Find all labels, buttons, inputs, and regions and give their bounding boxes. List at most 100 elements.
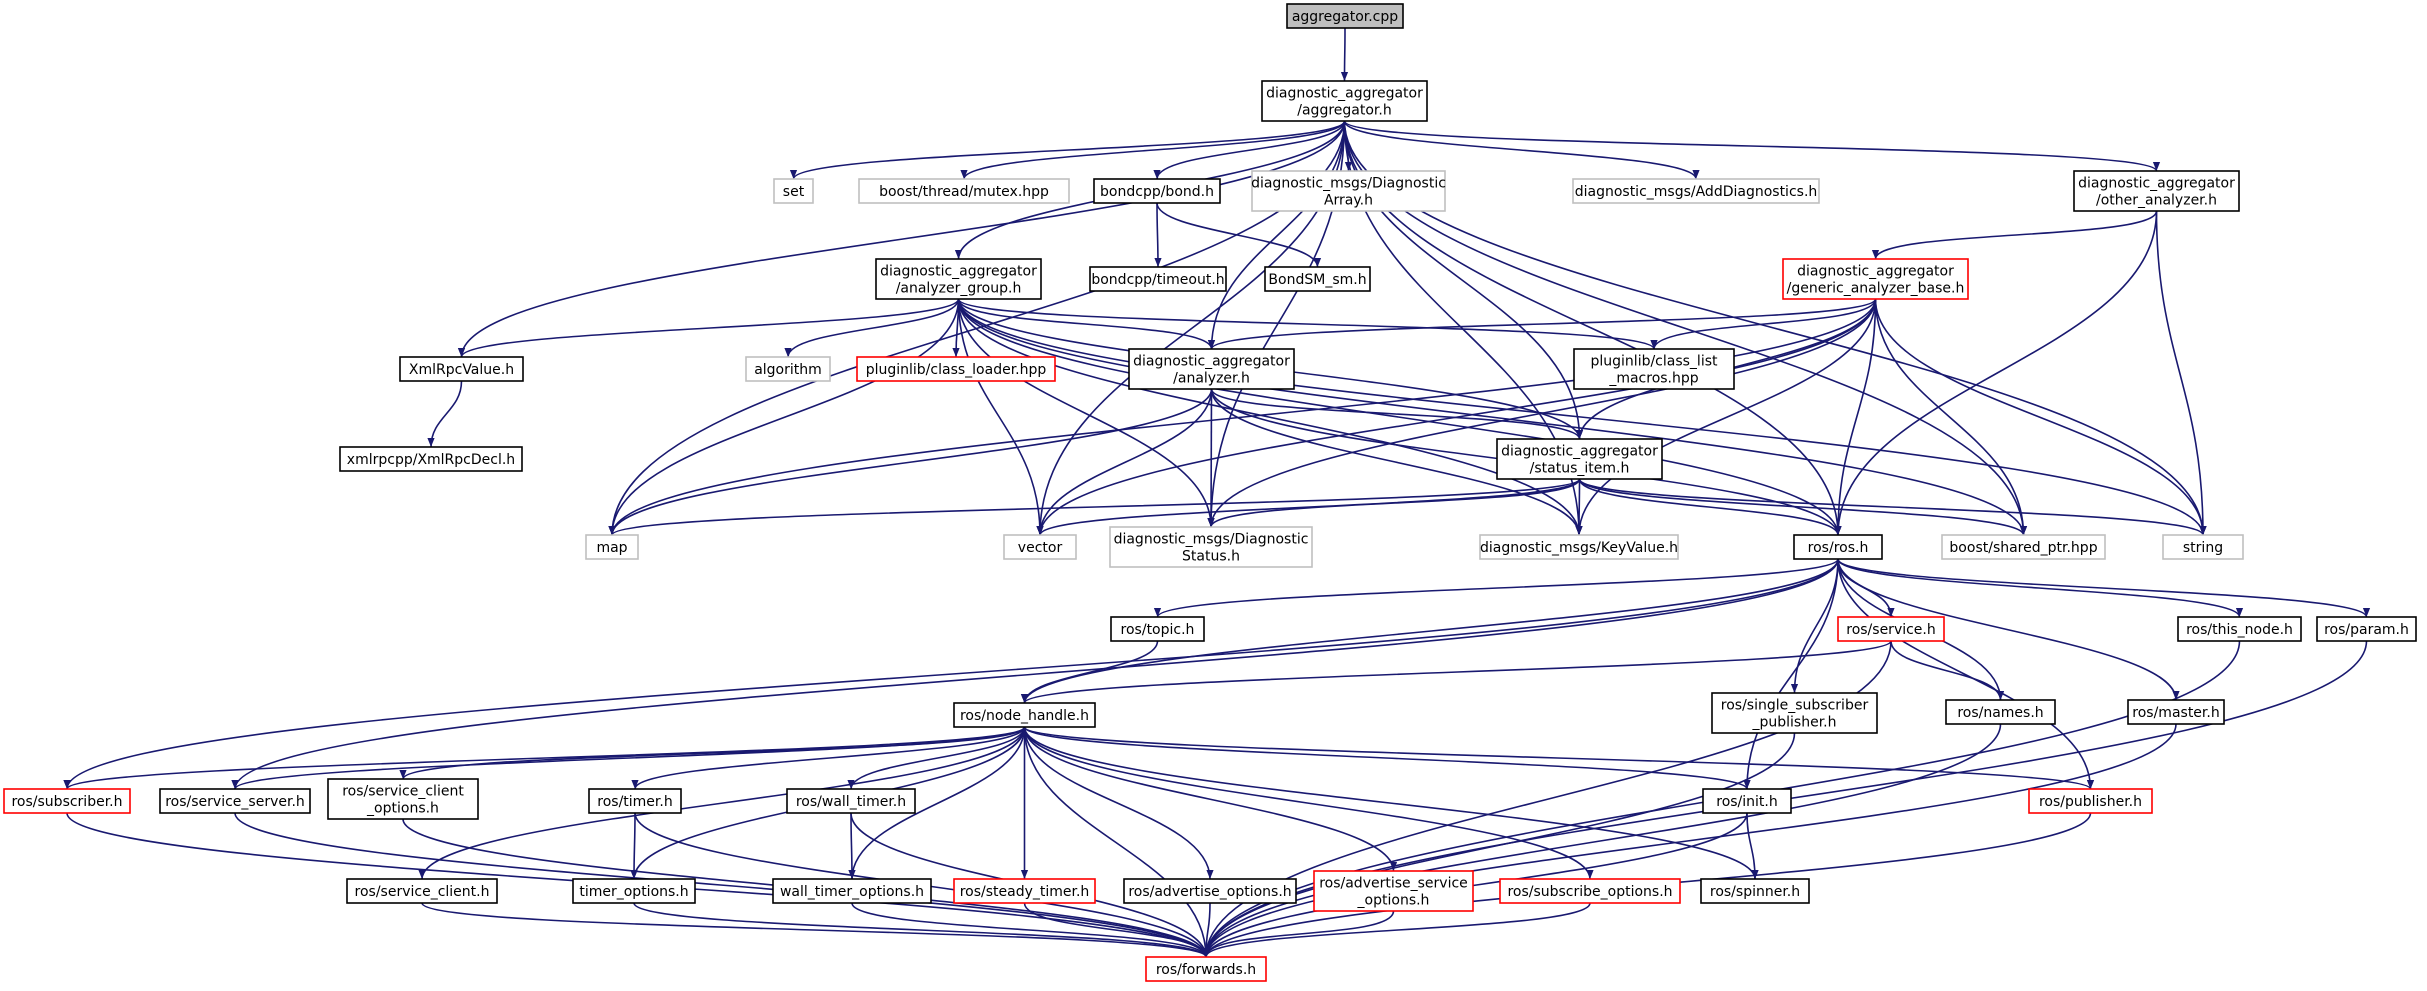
edge-node_handle-to-init	[1023, 726, 1751, 790]
node-service[interactable]: ros/service.h	[1837, 616, 1945, 642]
node-timer-opts[interactable]: timer_options.h	[572, 878, 696, 904]
edge-node_handle-to-wall_timer_opts	[848, 726, 1026, 880]
node-service-client-opts[interactable]: ros/service_client_options.h	[327, 778, 479, 820]
node-service-client[interactable]: ros/service_client.h	[346, 878, 498, 904]
node-keyvalue[interactable]: diagnostic_msgs/KeyValue.h	[1479, 534, 1679, 560]
node-box	[856, 356, 1056, 382]
node-xmlrpcvalue[interactable]: XmlRpcValue.h	[399, 356, 524, 382]
node-service-server[interactable]: ros/service_server.h	[159, 788, 311, 814]
node-steady-timer[interactable]: ros/steady_timer.h	[953, 878, 1096, 904]
node-box	[1003, 534, 1077, 560]
node-other-analyzer[interactable]: diagnostic_aggregator/other_analyzer.h	[2073, 170, 2240, 212]
node-this-node[interactable]: ros/this_node.h	[2177, 616, 2302, 642]
node-string[interactable]: string	[2162, 534, 2244, 560]
node-master[interactable]: ros/master.h	[2127, 699, 2225, 725]
edge-aggregator_h-to-status_item	[1343, 120, 1584, 440]
node-vector[interactable]: vector	[1003, 534, 1077, 560]
edge-node_handle-to-subscribe_opts	[1023, 726, 1594, 880]
node-node-handle[interactable]: ros/node_handle.h	[953, 702, 1096, 728]
edge-aggregator_h-to-set	[790, 120, 1346, 180]
node-box	[1110, 616, 1205, 642]
node-box	[159, 788, 311, 814]
edge-node_handle-to-advertise_service_opts	[1023, 726, 1398, 872]
node-analyzer-group[interactable]: diagnostic_aggregator/analyzer_group.h	[875, 258, 1042, 300]
node-label: ros/forwards.h	[1156, 962, 1256, 978]
node-bondsm[interactable]: BondSM_sm.h	[1264, 266, 1371, 292]
node-wall-timer[interactable]: ros/wall_timer.h	[786, 788, 916, 814]
edge-timer-to-timer_opts	[630, 812, 638, 880]
node-status-item[interactable]: diagnostic_aggregator/status_item.h	[1496, 438, 1663, 480]
edge-generic_base-to-class_list	[1650, 298, 1877, 350]
node-box	[772, 878, 932, 904]
edge-analyzer_group-to-string	[957, 298, 2207, 536]
node-box	[1479, 534, 1679, 560]
node-label: _options.h	[1357, 893, 1430, 909]
node-map[interactable]: map	[585, 534, 639, 560]
node-generic-base[interactable]: diagnostic_aggregator/generic_analyzer_b…	[1782, 258, 1969, 300]
node-init[interactable]: ros/init.h	[1702, 788, 1792, 814]
edge-node_handle-to-advertise_opts	[1023, 726, 1214, 880]
node-advertise-opts[interactable]: ros/advertise_options.h	[1123, 878, 1297, 904]
node-forwards[interactable]: ros/forwards.h	[1145, 956, 1267, 982]
node-class-loader[interactable]: pluginlib/class_loader.hpp	[856, 356, 1056, 382]
node-aggregator-cpp[interactable]: aggregator.cpp	[1286, 3, 1404, 29]
node-box	[1499, 878, 1681, 904]
node-xmlrpcdecl[interactable]: xmlrpcpp/XmlRpcDecl.h	[339, 446, 523, 472]
node-advertise-service-opts[interactable]: ros/advertise_service_options.h	[1313, 870, 1474, 912]
edge-node_handle-to-wall_timer	[847, 726, 1026, 790]
node-box	[1945, 699, 2056, 725]
node-box	[1782, 258, 1969, 300]
node-bond-h[interactable]: bondcpp/bond.h	[1093, 178, 1221, 204]
edge-ros_h-to-master	[1837, 558, 2180, 701]
node-publisher[interactable]: ros/publisher.h	[2028, 788, 2153, 814]
node-subscribe-opts[interactable]: ros/subscribe_options.h	[1499, 878, 1681, 904]
node-analyzer-h[interactable]: diagnostic_aggregator/analyzer.h	[1128, 348, 1295, 390]
node-class-list[interactable]: pluginlib/class_list_macros.hpp	[1573, 348, 1735, 390]
node-label: boost/thread/mutex.hpp	[879, 184, 1049, 200]
node-label: diagnostic_aggregator	[1797, 264, 1954, 280]
node-shared-ptr[interactable]: boost/shared_ptr.hpp	[1941, 534, 2106, 560]
node-label: set	[783, 184, 805, 200]
node-box	[2073, 170, 2240, 212]
node-bond-timeout[interactable]: bondcpp/timeout.h	[1089, 266, 1227, 292]
edge-names-to-forwards	[1202, 723, 2002, 958]
node-topic[interactable]: ros/topic.h	[1110, 616, 1205, 642]
node-box	[1264, 266, 1371, 292]
node-wall-timer-opts[interactable]: wall_timer_options.h	[772, 878, 932, 904]
edge-node_handle-to-subscriber	[63, 726, 1026, 790]
node-set[interactable]: set	[773, 178, 814, 204]
edge-aggregator_h-to-xmlrpcvalue	[457, 120, 1346, 358]
node-box	[1251, 170, 1446, 212]
node-ros-h[interactable]: ros/ros.h	[1793, 534, 1883, 560]
node-box	[1313, 870, 1474, 912]
node-label: ros/service.h	[1846, 622, 1936, 638]
node-add-diag[interactable]: diagnostic_msgs/AddDiagnostics.h	[1572, 178, 1820, 204]
node-label: diagnostic_aggregator	[2078, 176, 2235, 192]
edge-aggregator_h-to-bond_h	[1153, 120, 1346, 180]
node-single-sub[interactable]: ros/single_subscriber_publisher.h	[1711, 692, 1878, 734]
node-algorithm[interactable]: algorithm	[745, 356, 831, 382]
node-box	[3, 788, 131, 814]
node-aggregator-h[interactable]: diagnostic_aggregator/aggregator.h	[1261, 80, 1428, 122]
node-boost-mutex[interactable]: boost/thread/mutex.hpp	[858, 178, 1070, 204]
node-label: diagnostic_msgs/KeyValue.h	[1480, 540, 1678, 556]
node-box	[2028, 788, 2153, 814]
node-param[interactable]: ros/param.h	[2316, 616, 2417, 642]
node-label: xmlrpcpp/XmlRpcDecl.h	[347, 452, 515, 468]
node-box	[327, 778, 479, 820]
node-box	[1093, 178, 1221, 204]
node-timer[interactable]: ros/timer.h	[588, 788, 682, 814]
edge-node_handle-to-forwards	[1023, 726, 1210, 958]
edge-analyzer_h-to-vector	[1036, 388, 1213, 536]
node-box	[1702, 788, 1792, 814]
node-label: ros/master.h	[2132, 705, 2219, 721]
node-box	[1261, 80, 1428, 122]
node-names[interactable]: ros/names.h	[1945, 699, 2056, 725]
edge-aggregator_h-to-other_analyzer	[1343, 120, 2160, 172]
node-box	[588, 788, 682, 814]
node-spinner[interactable]: ros/spinner.h	[1700, 878, 1810, 904]
node-label: ros/single_subscriber	[1721, 698, 1869, 714]
node-subscriber[interactable]: ros/subscriber.h	[3, 788, 131, 814]
